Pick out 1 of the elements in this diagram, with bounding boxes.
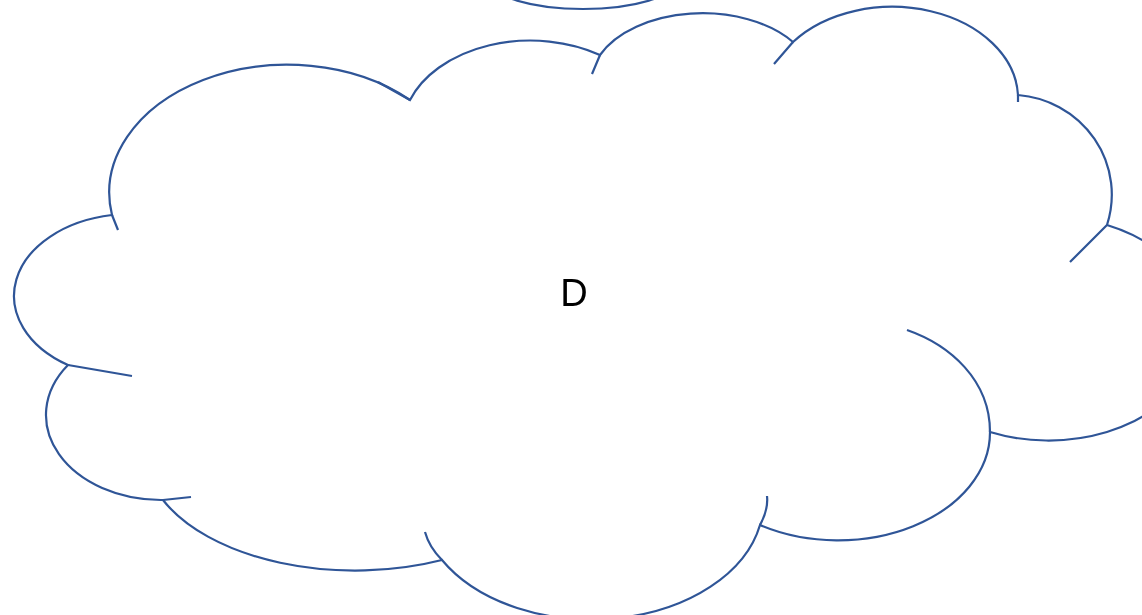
node-label: D: [560, 271, 588, 315]
